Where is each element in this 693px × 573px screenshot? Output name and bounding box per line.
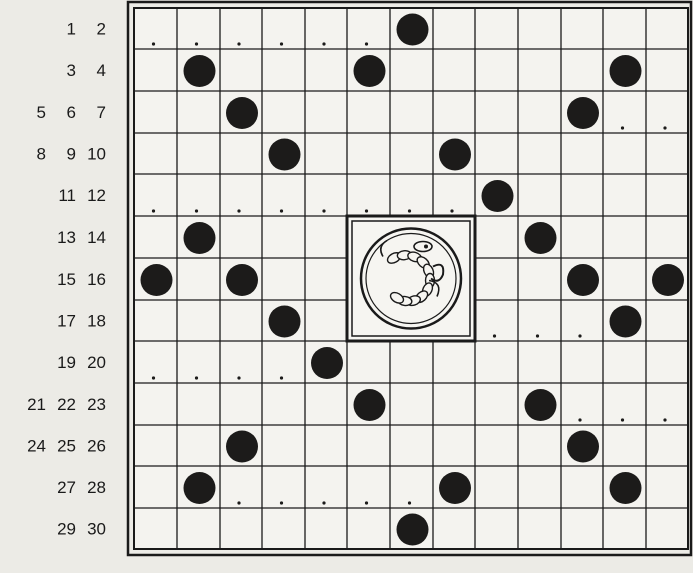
row-number-label: 5 <box>37 103 46 122</box>
black-disc <box>226 431 258 463</box>
row-number-label: 7 <box>97 103 106 122</box>
clue-dot <box>280 209 283 212</box>
row-number-label: 11 <box>58 186 76 205</box>
black-disc <box>525 389 557 421</box>
row-number-label: 28 <box>87 478 106 497</box>
clue-dot <box>280 42 283 45</box>
clue-dot <box>152 42 155 45</box>
clue-dot <box>408 209 411 212</box>
row-number-label: 22 <box>57 395 76 414</box>
row-number-label: 1 <box>67 20 76 39</box>
clue-dot <box>195 209 198 212</box>
row-number-label: 29 <box>57 520 76 539</box>
black-disc <box>226 264 258 296</box>
black-disc <box>610 472 642 504</box>
row-number-label: 4 <box>97 61 106 80</box>
clue-dot <box>195 376 198 379</box>
clue-dot <box>365 42 368 45</box>
row-number-label: 9 <box>67 145 76 164</box>
row-number-label: 18 <box>87 312 106 331</box>
black-disc <box>184 472 216 504</box>
puzzle-board <box>128 2 691 555</box>
clue-dot <box>450 209 453 212</box>
black-disc <box>652 264 684 296</box>
row-number-label: 12 <box>87 186 106 205</box>
row-number-label: 30 <box>87 520 106 539</box>
black-disc <box>482 180 514 212</box>
clue-dot <box>237 42 240 45</box>
row-number-label: 14 <box>87 228 106 247</box>
row-number-label: 21 <box>27 395 46 414</box>
black-disc <box>226 97 258 129</box>
black-disc <box>439 472 471 504</box>
black-disc <box>397 14 429 46</box>
clue-dot <box>237 501 240 504</box>
black-disc <box>354 389 386 421</box>
row-number-label: 26 <box>87 437 106 456</box>
clue-dot <box>578 334 581 337</box>
clue-dot <box>152 209 155 212</box>
clue-dot <box>152 376 155 379</box>
row-number-label: 8 <box>37 145 46 164</box>
row-number-label: 10 <box>87 145 106 164</box>
clue-dot <box>195 42 198 45</box>
black-disc <box>184 222 216 254</box>
clue-dot <box>621 418 624 421</box>
clue-dot <box>322 501 325 504</box>
row-number-label: 16 <box>87 270 106 289</box>
black-disc <box>610 55 642 87</box>
row-number-label: 6 <box>67 103 76 122</box>
row-number-label: 3 <box>67 61 76 80</box>
black-disc <box>269 306 301 338</box>
clue-dot <box>365 209 368 212</box>
row-number-label: 15 <box>57 270 76 289</box>
black-disc <box>184 55 216 87</box>
clue-dot <box>536 334 539 337</box>
row-number-label: 19 <box>57 353 76 372</box>
row-number-label: 23 <box>87 395 106 414</box>
clue-dot <box>621 126 624 129</box>
clue-dot <box>322 42 325 45</box>
clue-dot <box>322 209 325 212</box>
row-number-label: 25 <box>57 437 76 456</box>
clue-dot <box>578 418 581 421</box>
black-disc <box>567 264 599 296</box>
black-disc <box>567 97 599 129</box>
clue-dot <box>408 501 411 504</box>
black-disc <box>311 347 343 379</box>
black-disc <box>439 139 471 171</box>
row-number-label: 17 <box>57 312 76 331</box>
row-number-label: 24 <box>27 437 46 456</box>
clue-dot <box>365 501 368 504</box>
black-disc <box>567 431 599 463</box>
row-number-label: 13 <box>57 228 76 247</box>
clue-dot <box>663 126 666 129</box>
black-disc <box>141 264 173 296</box>
black-disc <box>525 222 557 254</box>
row-number-label: 2 <box>97 20 106 39</box>
black-disc <box>269 139 301 171</box>
row-number-label: 20 <box>87 353 106 372</box>
clue-dot <box>280 501 283 504</box>
black-disc <box>610 306 642 338</box>
clue-dot <box>663 418 666 421</box>
clue-dot <box>280 376 283 379</box>
clue-dot <box>237 209 240 212</box>
clue-dot <box>493 334 496 337</box>
black-disc <box>354 55 386 87</box>
black-disc <box>397 514 429 546</box>
row-number-label: 27 <box>57 478 76 497</box>
clue-dot <box>237 376 240 379</box>
